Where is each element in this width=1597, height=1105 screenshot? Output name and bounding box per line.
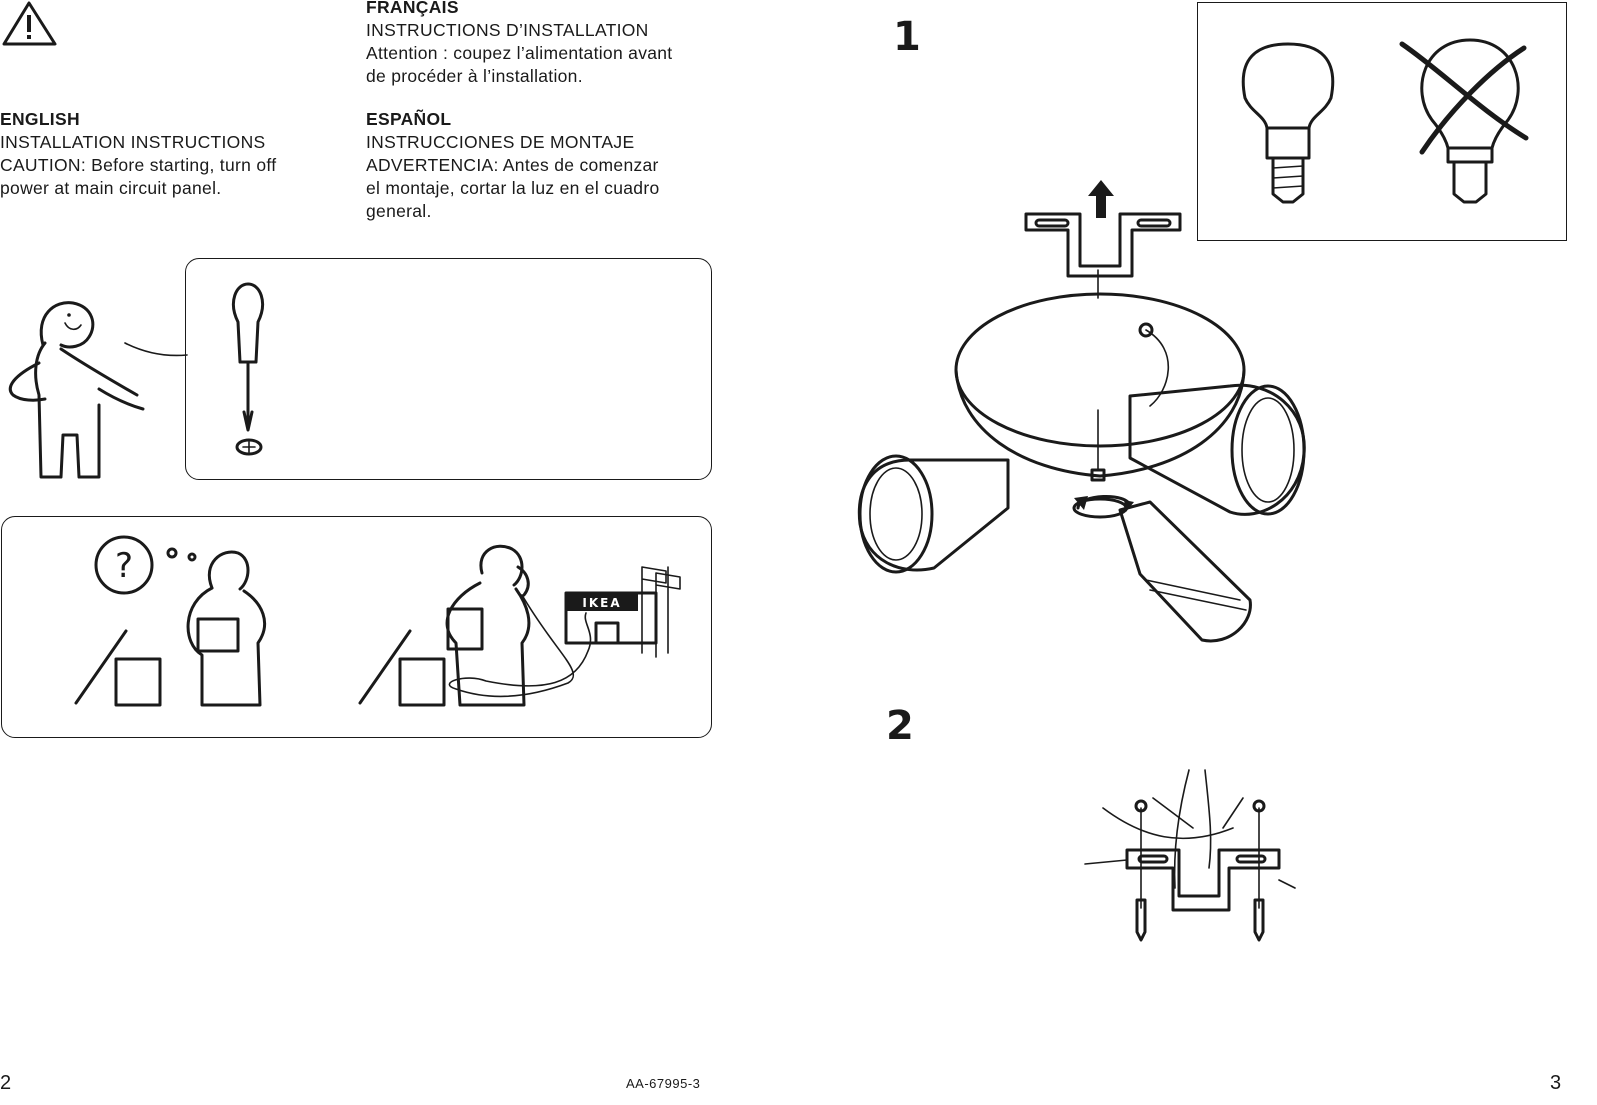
spanish-instructions: ESPAÑOL INSTRUCCIONES DE MONTAJE ADVERTE… <box>366 108 660 223</box>
document-number: AA-67995-3 <box>626 1076 701 1091</box>
rotate-arrow-icon <box>1074 494 1134 512</box>
left-page-number: 2 <box>0 1072 12 1094</box>
bulb-type-box <box>1197 2 1567 241</box>
spanish-line-1: INSTRUCCIONES DE MONTAJE <box>366 132 635 152</box>
french-line-2: Attention : coupez l’alimentation avant <box>366 43 673 63</box>
french-heading: FRANÇAIS <box>366 0 459 17</box>
screwdriver-icon <box>232 282 264 432</box>
english-line-1: INSTALLATION INSTRUCTIONS <box>0 132 266 152</box>
spanish-heading: ESPAÑOL <box>366 109 452 129</box>
confused-person-illustration: ? <box>74 535 267 707</box>
warning-triangle-icon <box>2 1 57 46</box>
screw-icon <box>235 438 263 456</box>
help-panel <box>1 516 712 738</box>
bracket-mounting-illustration <box>1084 769 1296 942</box>
english-line-3: power at main circuit panel. <box>0 178 222 198</box>
french-line-1: INSTRUCTIONS D’INSTALLATION <box>366 20 649 40</box>
step-2-number: 2 <box>886 703 914 749</box>
tools-needed-panel <box>185 258 712 480</box>
phone-call-illustration: IKEA <box>358 544 681 707</box>
bulb-incorrect-icon <box>1399 38 1529 204</box>
bulb-correct-icon <box>1241 42 1335 204</box>
english-heading: ENGLISH <box>0 109 80 129</box>
right-page-number: 3 <box>1550 1072 1562 1094</box>
ceiling-lamp-illustration <box>857 269 1306 643</box>
french-instructions: FRANÇAIS INSTRUCTIONS D’INSTALLATION Att… <box>366 0 672 88</box>
step-1-number: 1 <box>893 14 921 60</box>
french-line-3: de procéder à l’installation. <box>366 66 583 86</box>
question-mark: ? <box>115 546 133 586</box>
mounting-bracket-illustration <box>1024 212 1182 278</box>
spanish-line-2: ADVERTENCIA: Antes de comenzar <box>366 155 659 175</box>
person-pointing-illustration <box>8 301 188 479</box>
english-line-2: CAUTION: Before starting, turn off <box>0 155 277 175</box>
english-instructions: ENGLISH INSTALLATION INSTRUCTIONS CAUTIO… <box>0 108 276 200</box>
spanish-line-3: el montaje, cortar la luz en el cuadro <box>366 178 660 198</box>
ikea-store-sign: IKEA <box>582 596 621 610</box>
arrow-up-icon <box>1088 180 1114 218</box>
spanish-line-4: general. <box>366 201 432 221</box>
